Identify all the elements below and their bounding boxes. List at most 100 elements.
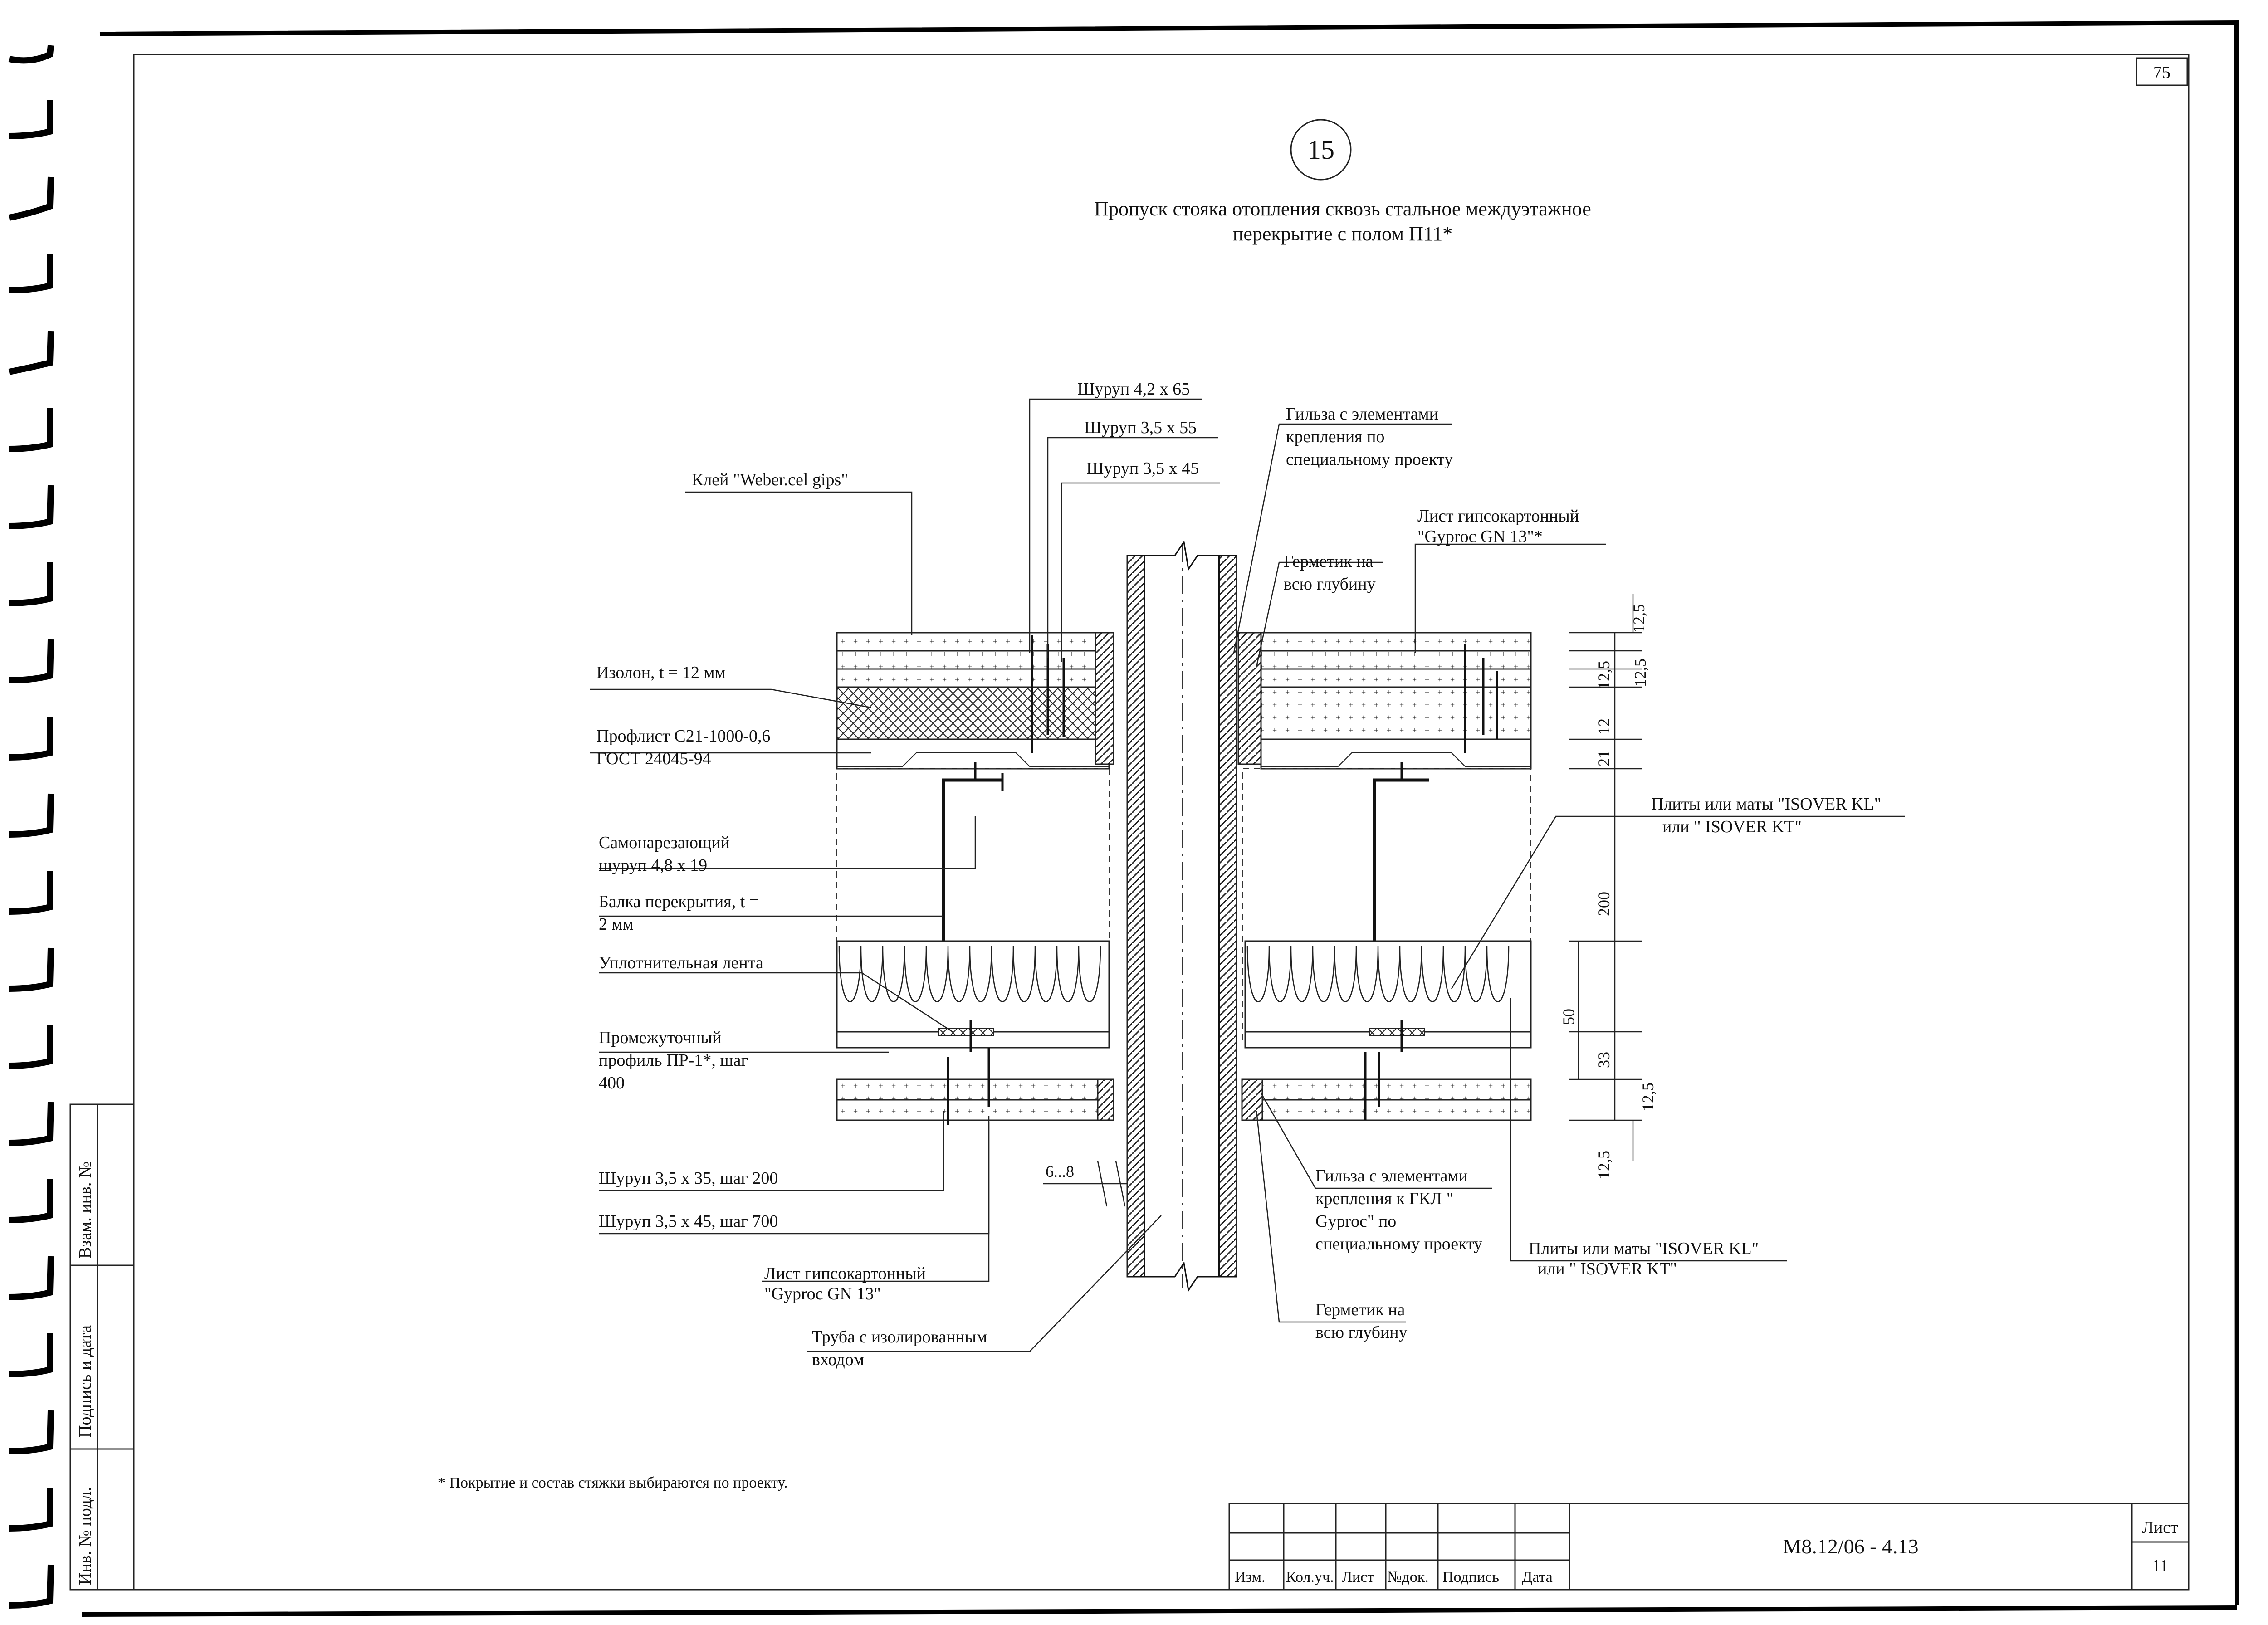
inner-frame	[133, 54, 2190, 1591]
left-profdeck-layer	[836, 738, 1110, 770]
right-profdeck-wave	[1261, 752, 1531, 767]
left-sealant-bottom	[1097, 1078, 1114, 1121]
callout-interprofile-3: 400	[599, 1074, 625, 1093]
tb-sheet-value: 11	[2152, 1557, 2169, 1576]
pipe-break-top	[1127, 540, 1237, 571]
detail-number: 15	[1307, 135, 1334, 165]
callout-beam-1: Балка перекрытия, t =	[599, 892, 759, 911]
callout-beam-2: 2 мм	[599, 915, 634, 934]
right-gkl-layer-top	[1260, 632, 1532, 652]
callout-screw-35x35: Шуруп 3,5 х 35, шаг 200	[599, 1169, 778, 1188]
side-stamp	[69, 1103, 135, 1591]
callout-gkl-top-2: "Gyproc GN 13"*	[1418, 527, 1543, 546]
callout-sleeve-top-2: крепления по	[1286, 427, 1384, 446]
title-line-2: перекрытие с полом П11*	[1233, 223, 1452, 245]
tb-header-kol: Кол.уч.	[1286, 1569, 1334, 1586]
callout-sealtape: Уплотнительная лента	[599, 953, 763, 972]
tb-header-data: Дата	[1522, 1569, 1553, 1586]
side-stamp-signature-date: Подпись и дата	[76, 1325, 95, 1438]
callout-sleeve-bot-1: Гильза с элементами	[1315, 1166, 1468, 1186]
left-sealant-top	[1095, 632, 1114, 765]
dim-33: 33	[1595, 1052, 1613, 1068]
callout-gkl-top-1: Лист гипсокартонный	[1418, 507, 1579, 526]
pipe-insulation-right	[1218, 555, 1237, 1278]
footnote: * Покрытие и состав стяжки выбираются по…	[438, 1474, 787, 1491]
callout-selftap-2: шуруп 4,8 х 19	[599, 856, 707, 875]
right-sealant-bottom	[1241, 1078, 1263, 1121]
dim-12-5-a: 12,5	[1630, 604, 1648, 633]
left-gkl-bottom-1	[836, 1078, 1110, 1101]
right-profdeck-layer	[1260, 738, 1532, 770]
tb-document-code: М8.12/06 - 4.13	[1783, 1535, 1919, 1558]
callout-sleeve-bot-2: крепления к ГКЛ "	[1315, 1189, 1453, 1208]
side-stamp-inv-original: Инв. № подл.	[76, 1487, 95, 1585]
right-wool-pattern	[1246, 945, 1510, 1002]
title-line-1: Пропуск стояка отопления сквозь стальное…	[1094, 198, 1591, 220]
left-seal-tape	[938, 1028, 994, 1036]
callout-profdeck-1: Профлист С21-1000-0,6	[596, 727, 771, 746]
binding-marks	[8, 45, 54, 1609]
callout-screw-35x45-top: Шуруп 3,5 х 45	[1086, 459, 1199, 478]
left-gkl-bottom-2	[836, 1099, 1110, 1121]
pipe-insulation-left	[1126, 555, 1145, 1278]
callout-sleeve-top-1: Гильза с элементами	[1286, 405, 1438, 424]
dim-12-5-d: 12,5	[1639, 1083, 1657, 1111]
dim-50: 50	[1559, 1009, 1578, 1025]
callout-sleeve-top-3: специальному проекту	[1286, 450, 1453, 469]
screws	[947, 635, 1498, 1125]
callout-selftap-1: Самонарезающий	[599, 833, 730, 852]
side-stamp-replace-inv: Взам. инв. №	[76, 1161, 95, 1259]
left-wool-pattern	[838, 945, 1101, 1002]
callout-pipe-1: Труба с изолированным	[812, 1327, 987, 1347]
callout-interprofile-2: профиль ПР-1*, шаг	[599, 1051, 748, 1070]
left-gkl-layer-3	[836, 668, 1110, 688]
callout-sleeve-bot-3: Gyproc" по	[1315, 1212, 1396, 1231]
dim-12-5-b: 12,5	[1631, 659, 1649, 687]
tb-sheet-label: Лист	[2142, 1518, 2178, 1537]
tb-header-podpis: Подпись	[1442, 1569, 1499, 1586]
dim-12-5-e: 12,5	[1595, 1151, 1613, 1179]
page-border-top	[99, 20, 2239, 1606]
tb-header-ndok: №док.	[1387, 1569, 1429, 1586]
callout-interprofile-1: Промежуточный	[599, 1028, 721, 1047]
callout-sealant-top-2: всю глубину	[1284, 575, 1376, 594]
detail-number-circle	[1290, 119, 1352, 181]
callout-isover-right-1: Плиты или маты "ISOVER KL"	[1651, 795, 1881, 814]
callout-glue: Клей "Weber.cel gips"	[692, 470, 848, 489]
right-gkl-layer-2	[1260, 650, 1532, 670]
tb-header-izm: Изм.	[1235, 1569, 1266, 1586]
tb-header-list: Лист	[1342, 1569, 1374, 1586]
gap-dimension	[1043, 1161, 1127, 1207]
callout-sleeve-bot-4: специальному проекту	[1315, 1235, 1482, 1254]
pipe-break-bottom	[1127, 1261, 1237, 1292]
dim-200: 200	[1595, 892, 1613, 916]
left-gkl-layer-2	[836, 650, 1110, 670]
callout-pipe-2: входом	[812, 1350, 864, 1369]
right-beam-space	[1242, 768, 1531, 1041]
right-sealant-top	[1237, 632, 1262, 765]
callout-gap: 6...8	[1046, 1162, 1074, 1181]
callout-isover-bottom-2: или " ISOVER KT"	[1538, 1259, 1677, 1279]
callout-sealant-top-1: Герметик на	[1284, 552, 1374, 571]
right-gkl-bottom-2	[1261, 1099, 1532, 1121]
top-sheet-box	[2136, 57, 2188, 86]
top-sheet-number: 75	[2153, 63, 2170, 82]
right-gkl-layer-3	[1260, 668, 1532, 688]
dim-21: 21	[1595, 750, 1613, 766]
right-gkl-bottom-1	[1261, 1078, 1532, 1101]
right-seal-tape	[1369, 1028, 1425, 1036]
callout-sealant-bot-1: Герметик на	[1315, 1300, 1405, 1319]
right-izolon-layer	[1260, 686, 1532, 740]
dim-12-5-c: 12,5	[1595, 661, 1613, 689]
left-interprofile	[836, 1031, 1110, 1049]
dim-12: 12	[1595, 718, 1613, 735]
callout-screw-35x55: Шуруп 3,5 х 55	[1084, 418, 1197, 437]
callout-gkl-bot-1: Лист гипсокартонный	[764, 1264, 926, 1283]
floor-section	[836, 540, 1532, 1292]
callout-izolon: Изолон, t = 12 мм	[596, 663, 726, 682]
callout-isover-right-2: или " ISOVER KT"	[1662, 817, 1802, 836]
callout-gkl-bot-2: "Gyproc GN 13"	[764, 1284, 881, 1303]
page-border-bottom	[81, 1605, 2238, 1617]
left-izolon-layer	[836, 686, 1110, 740]
